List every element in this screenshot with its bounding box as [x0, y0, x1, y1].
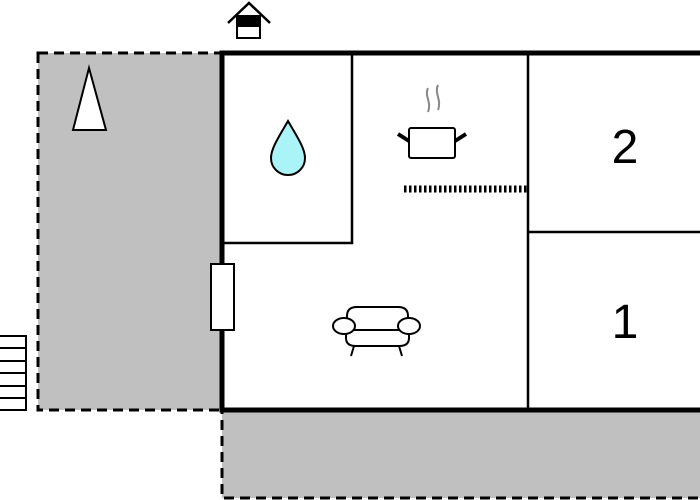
sofa-icon [332, 306, 421, 357]
room-label-1: 1 [612, 296, 639, 349]
door-icon [210, 263, 235, 331]
entrance-house-icon [227, 1, 271, 39]
north-arrow-icon [71, 64, 108, 131]
cooking-pot-icon [396, 84, 468, 159]
water-drop-icon [269, 118, 307, 177]
terrace-left [36, 51, 224, 412]
terrace-bottom [220, 408, 700, 500]
room-label-2: 2 [612, 121, 639, 174]
bathroom-walls [222, 53, 354, 245]
stairs-icon [0, 335, 27, 411]
